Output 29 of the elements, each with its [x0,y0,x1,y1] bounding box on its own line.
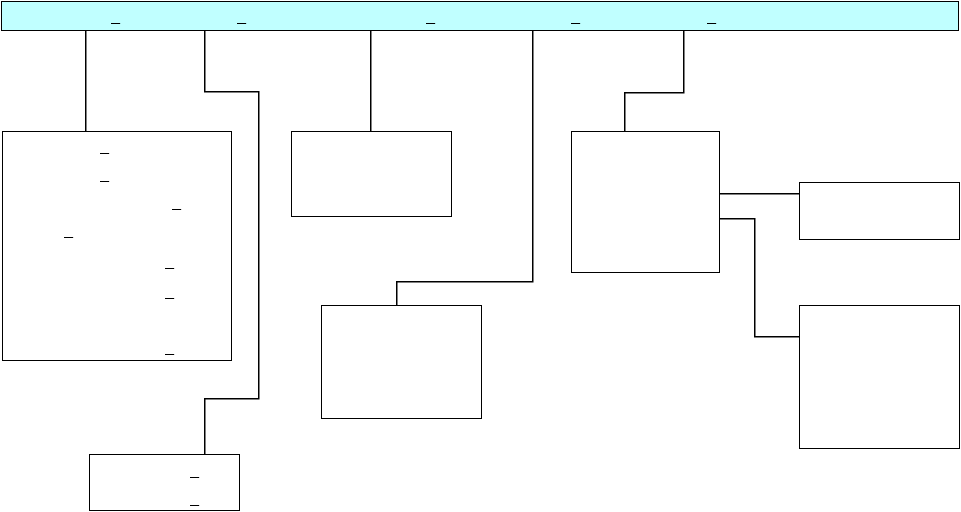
underscore-text: _ [238,6,246,27]
underscore-text: _ [100,164,110,185]
underscore-text: _ [572,6,580,27]
connector-line [85,31,87,131]
underscore-text: _ [64,220,74,241]
underscore-text: _ [426,6,436,27]
underscore-text: _ [166,282,174,302]
connector-line [720,193,799,195]
org-box [571,131,720,273]
underscore-text: _ [166,252,174,272]
underscore-text: _ [100,136,110,157]
header-bar [1,1,959,31]
underscore-text: _ [190,460,200,481]
org-box [291,131,452,217]
org-box [321,305,482,419]
underscore-text: _ [190,488,200,509]
org-box [2,131,232,361]
underscore-text: _ [708,6,716,27]
org-box [89,454,240,511]
connector-line [370,31,372,131]
org-box [799,305,960,449]
underscore-text: _ [112,6,120,27]
underscore-text: _ [166,338,174,358]
connector-line [624,31,685,131]
connector-line [396,31,534,305]
org-box [799,182,960,240]
connector-line [204,31,260,454]
connector-line [720,218,799,338]
underscore-text: _ [172,192,182,213]
